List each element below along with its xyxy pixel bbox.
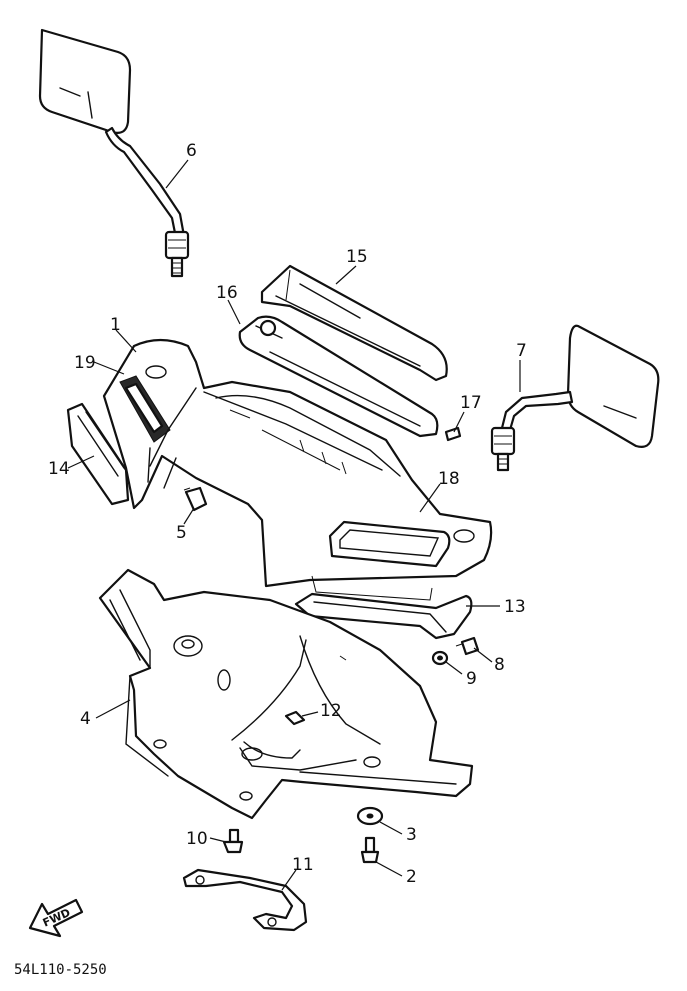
meter-cover-part-15 bbox=[260, 264, 448, 382]
right-mirror-part-7 bbox=[490, 324, 660, 472]
screw-part-10 bbox=[222, 828, 244, 854]
forward-arrow: FWD bbox=[28, 898, 84, 938]
callout-16: 16 bbox=[216, 283, 238, 303]
lower-duct-part-13 bbox=[294, 592, 473, 640]
bolt-part-8 bbox=[455, 636, 480, 656]
screw-part-2 bbox=[360, 836, 380, 864]
callout-17: 17 bbox=[460, 393, 482, 413]
callout-15: 15 bbox=[346, 247, 368, 267]
screw-part-17 bbox=[444, 426, 462, 442]
callout-5: 5 bbox=[176, 523, 187, 543]
callout-11: 11 bbox=[292, 855, 314, 875]
inner-panel-part-16 bbox=[238, 315, 439, 438]
callout-8: 8 bbox=[494, 655, 505, 675]
bolt-part-5 bbox=[183, 486, 208, 512]
display-window-part-18 bbox=[328, 520, 451, 568]
callout-4: 4 bbox=[80, 709, 91, 729]
callout-3: 3 bbox=[406, 825, 417, 845]
bracket-part-11 bbox=[182, 868, 308, 932]
callout-1: 1 bbox=[110, 315, 121, 335]
lower-cowling-part-4 bbox=[98, 568, 474, 820]
callout-9: 9 bbox=[466, 669, 477, 689]
callout-19: 19 bbox=[74, 353, 96, 373]
callout-13: 13 bbox=[504, 597, 526, 617]
callout-7: 7 bbox=[516, 341, 527, 361]
washer-part-9 bbox=[431, 650, 449, 666]
grommet-part-3 bbox=[356, 806, 384, 826]
clip-part-12 bbox=[284, 710, 306, 726]
callout-18: 18 bbox=[438, 469, 460, 489]
drawing-code: 54L110-5250 bbox=[14, 962, 107, 978]
side-duct-part-14 bbox=[66, 402, 130, 506]
leader-lines bbox=[67, 159, 521, 891]
left-mirror-part-6 bbox=[38, 28, 190, 278]
front-cowling-part-1 bbox=[102, 338, 493, 601]
callout-12: 12 bbox=[320, 701, 342, 721]
callout-numbers: 6 7 15 16 17 1 19 14 18 5 13 8 9 4 12 3 … bbox=[48, 141, 527, 887]
callout-2: 2 bbox=[406, 867, 417, 887]
callout-6: 6 bbox=[186, 141, 197, 161]
callout-14: 14 bbox=[48, 459, 70, 479]
callout-10: 10 bbox=[186, 829, 208, 849]
